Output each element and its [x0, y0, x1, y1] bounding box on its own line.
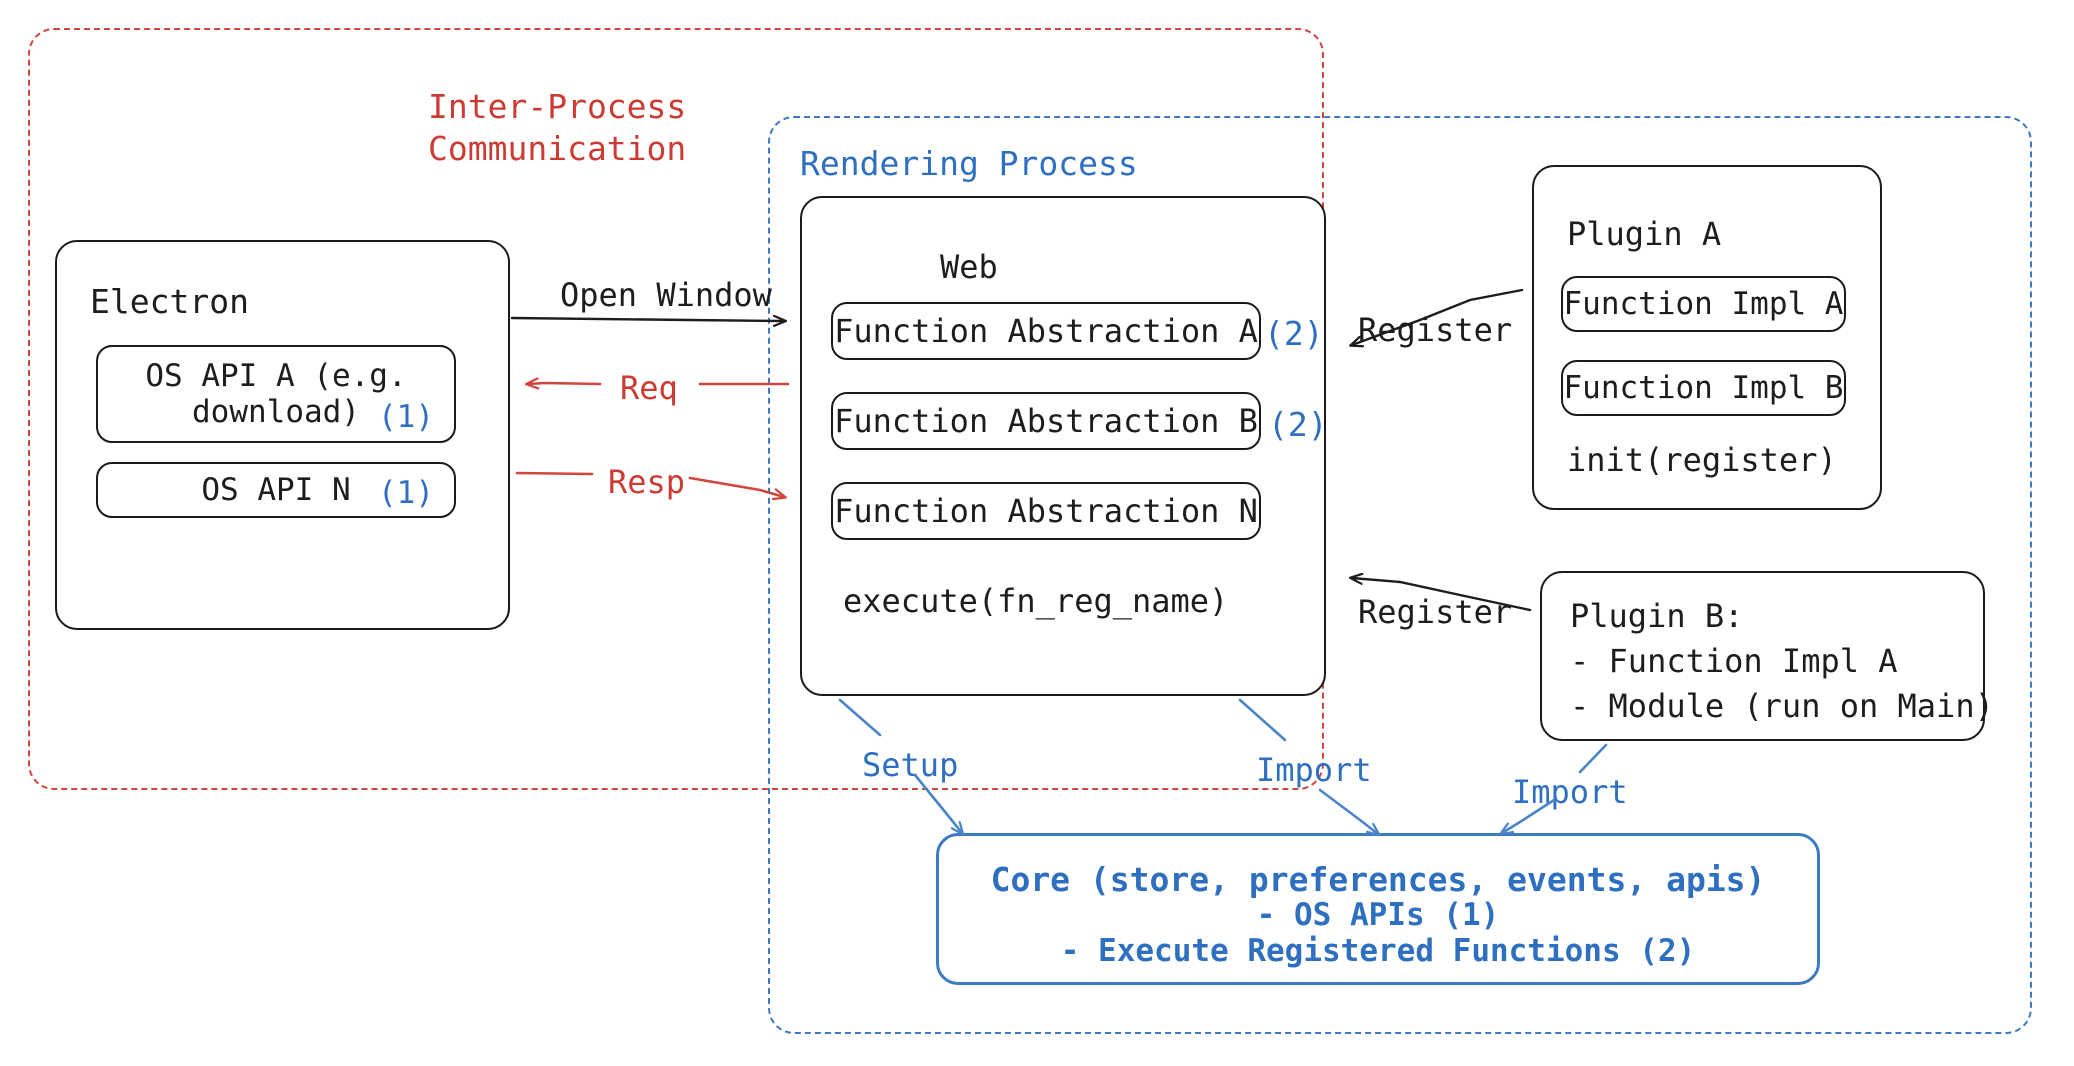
edge-label-req: Req — [620, 369, 678, 407]
core-title-line: Core (store, preferences, events, apis) — [990, 860, 1766, 899]
os-api-n-box[interactable]: OS API N — [96, 462, 456, 518]
plugin-a-function-impl-b-box[interactable]: Function Impl B — [1561, 360, 1846, 416]
function-abstraction-n-box[interactable]: Function Abstraction N — [831, 482, 1261, 540]
os-api-a-marker: (1) — [378, 399, 434, 435]
electron-title: Electron — [90, 282, 249, 321]
web-title: Web — [940, 248, 998, 286]
function-abstraction-a-box[interactable]: Function Abstraction A — [831, 302, 1261, 360]
edge-label-resp: Resp — [608, 463, 686, 501]
plugin-b-title: Plugin B: — [1570, 597, 1744, 635]
function-abstraction-b-label: Function Abstraction B — [834, 402, 1258, 440]
plugin-a-function-impl-a-label: Function Impl A — [1563, 286, 1844, 322]
plugin-a-function-impl-b-label: Function Impl B — [1563, 370, 1844, 406]
plugin-b-item-function-impl-a: - Function Impl A — [1570, 642, 1898, 680]
plugin-b-box[interactable] — [1540, 571, 1985, 741]
rendering-process-boundary — [768, 116, 2032, 1034]
edge-label-import-web: Import — [1256, 751, 1372, 789]
edge-label-register-b: Register — [1358, 593, 1513, 631]
core-os-apis-line: - OS APIs (1) — [1256, 897, 1500, 933]
ipc-label: Inter-Process Communication — [428, 87, 687, 169]
os-api-n-marker: (1) — [378, 475, 434, 511]
edge-label-register-a: Register — [1358, 311, 1513, 349]
os-api-n-label: OS API N — [201, 472, 351, 508]
plugin-a-function-impl-a-box[interactable]: Function Impl A — [1561, 276, 1846, 332]
os-api-a-box[interactable]: OS API A (e.g. download) — [96, 345, 456, 443]
edge-label-setup: Setup — [862, 746, 959, 784]
web-execute-label: execute(fn_reg_name) — [843, 582, 1229, 620]
plugin-b-item-module: - Module (run on Main) — [1570, 687, 1994, 725]
function-abstraction-a-marker: (2) — [1264, 314, 1324, 353]
function-abstraction-b-box[interactable]: Function Abstraction B — [831, 392, 1261, 450]
edge-label-open-window: Open Window — [560, 276, 772, 314]
core-execute-line: - Execute Registered Functions (2) — [1060, 933, 1696, 969]
plugin-a-title: Plugin A — [1567, 215, 1722, 253]
edge-label-import-plugin: Import — [1512, 773, 1628, 811]
rendering-process-label: Rendering Process — [800, 144, 1138, 183]
plugin-a-init-label: init(register) — [1567, 441, 1837, 479]
plugin-a-box[interactable] — [1532, 165, 1882, 510]
function-abstraction-n-label: Function Abstraction N — [834, 492, 1258, 530]
function-abstraction-b-marker: (2) — [1268, 405, 1328, 444]
function-abstraction-a-label: Function Abstraction A — [834, 312, 1258, 350]
os-api-a-label: OS API A (e.g. download) — [145, 358, 407, 430]
